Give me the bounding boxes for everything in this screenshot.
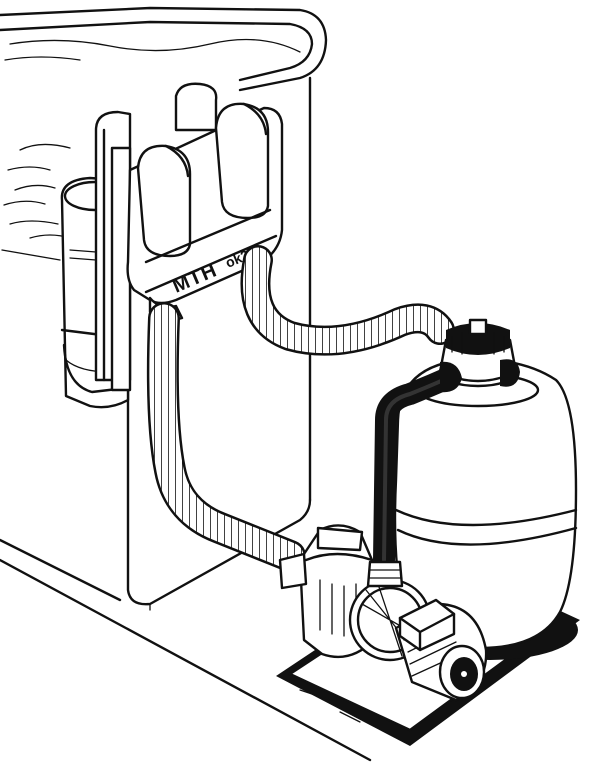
pump [278,524,432,662]
skimmer-tubes [94,82,218,392]
pool-wall [0,6,372,762]
filter-outlet-pipe [373,361,462,571]
pump-motor [394,598,488,702]
return-hose [240,245,455,356]
water-surface [1,38,301,261]
suction-hose [146,302,306,572]
skimmer-head: MTH ok2 [126,102,284,326]
